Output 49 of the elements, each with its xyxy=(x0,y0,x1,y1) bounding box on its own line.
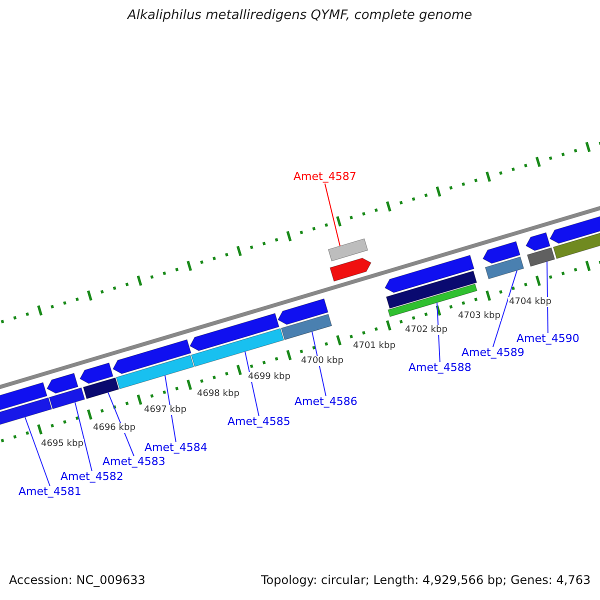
gene-block xyxy=(330,258,372,282)
gene-bar xyxy=(190,328,284,367)
gene-label: Amet_4583 xyxy=(102,456,166,469)
scale-label: 4702 kbp xyxy=(404,325,448,336)
leader-line xyxy=(546,261,548,334)
gene-bar xyxy=(386,270,478,309)
gene-bar xyxy=(48,387,86,410)
gene-bar xyxy=(328,238,368,262)
gene-bar xyxy=(0,397,52,428)
footer-text: Topology: circular; Length: 4,929,566 bp; Genes: 4,763 xyxy=(261,574,591,588)
gene-label: Amet_4581 xyxy=(18,486,82,499)
gene-block xyxy=(526,232,550,251)
scale-label: 4700 kbp xyxy=(300,356,344,366)
gene-label: Amet_4587 xyxy=(294,171,356,184)
gene-label: Amet_4586 xyxy=(294,396,358,409)
gene-block xyxy=(80,362,114,384)
scale-label: 4701 kbp xyxy=(352,341,396,352)
leader-line xyxy=(492,270,518,348)
title: Alkaliphilus metalliredigens QYMF, complete genome xyxy=(128,9,472,24)
gene-bar xyxy=(526,247,556,267)
scale-label: 4695 kbp xyxy=(40,439,84,450)
gene-bar xyxy=(116,354,194,390)
footer-text: Accession: NC_009633 xyxy=(9,574,146,588)
gene-label: Amet_4582 xyxy=(60,471,124,484)
scale-label: 4703 kbp xyxy=(457,311,502,322)
gene-bar xyxy=(280,314,332,340)
leader-line xyxy=(74,402,92,472)
gene-block xyxy=(112,339,192,374)
leader-line xyxy=(324,183,340,246)
leader-line xyxy=(24,416,50,486)
gene-block xyxy=(190,313,280,352)
gene-label: Amet_4585 xyxy=(228,416,290,429)
gene-label: Amet_4588 xyxy=(408,362,472,375)
gene-label: Amet_4590 xyxy=(516,333,580,346)
scale-label: 4704 kbp xyxy=(508,297,552,308)
gene-block xyxy=(384,254,474,293)
gene-block xyxy=(0,382,48,411)
scale-label: 4698 kbp xyxy=(196,389,240,400)
gene-label: Amet_4589 xyxy=(462,347,524,360)
gene-bar xyxy=(82,377,120,400)
scale-label: 4697 kbp xyxy=(143,405,188,416)
gene-label: Amet_4584 xyxy=(144,442,208,455)
scale-label: 4696 kbp xyxy=(92,423,136,434)
leader-line xyxy=(436,302,440,362)
gene-block xyxy=(482,241,520,264)
gene-block xyxy=(46,372,78,394)
scale-label: 4699 kbp xyxy=(247,372,292,382)
gene-block xyxy=(278,298,328,325)
gene-bar xyxy=(484,256,524,280)
